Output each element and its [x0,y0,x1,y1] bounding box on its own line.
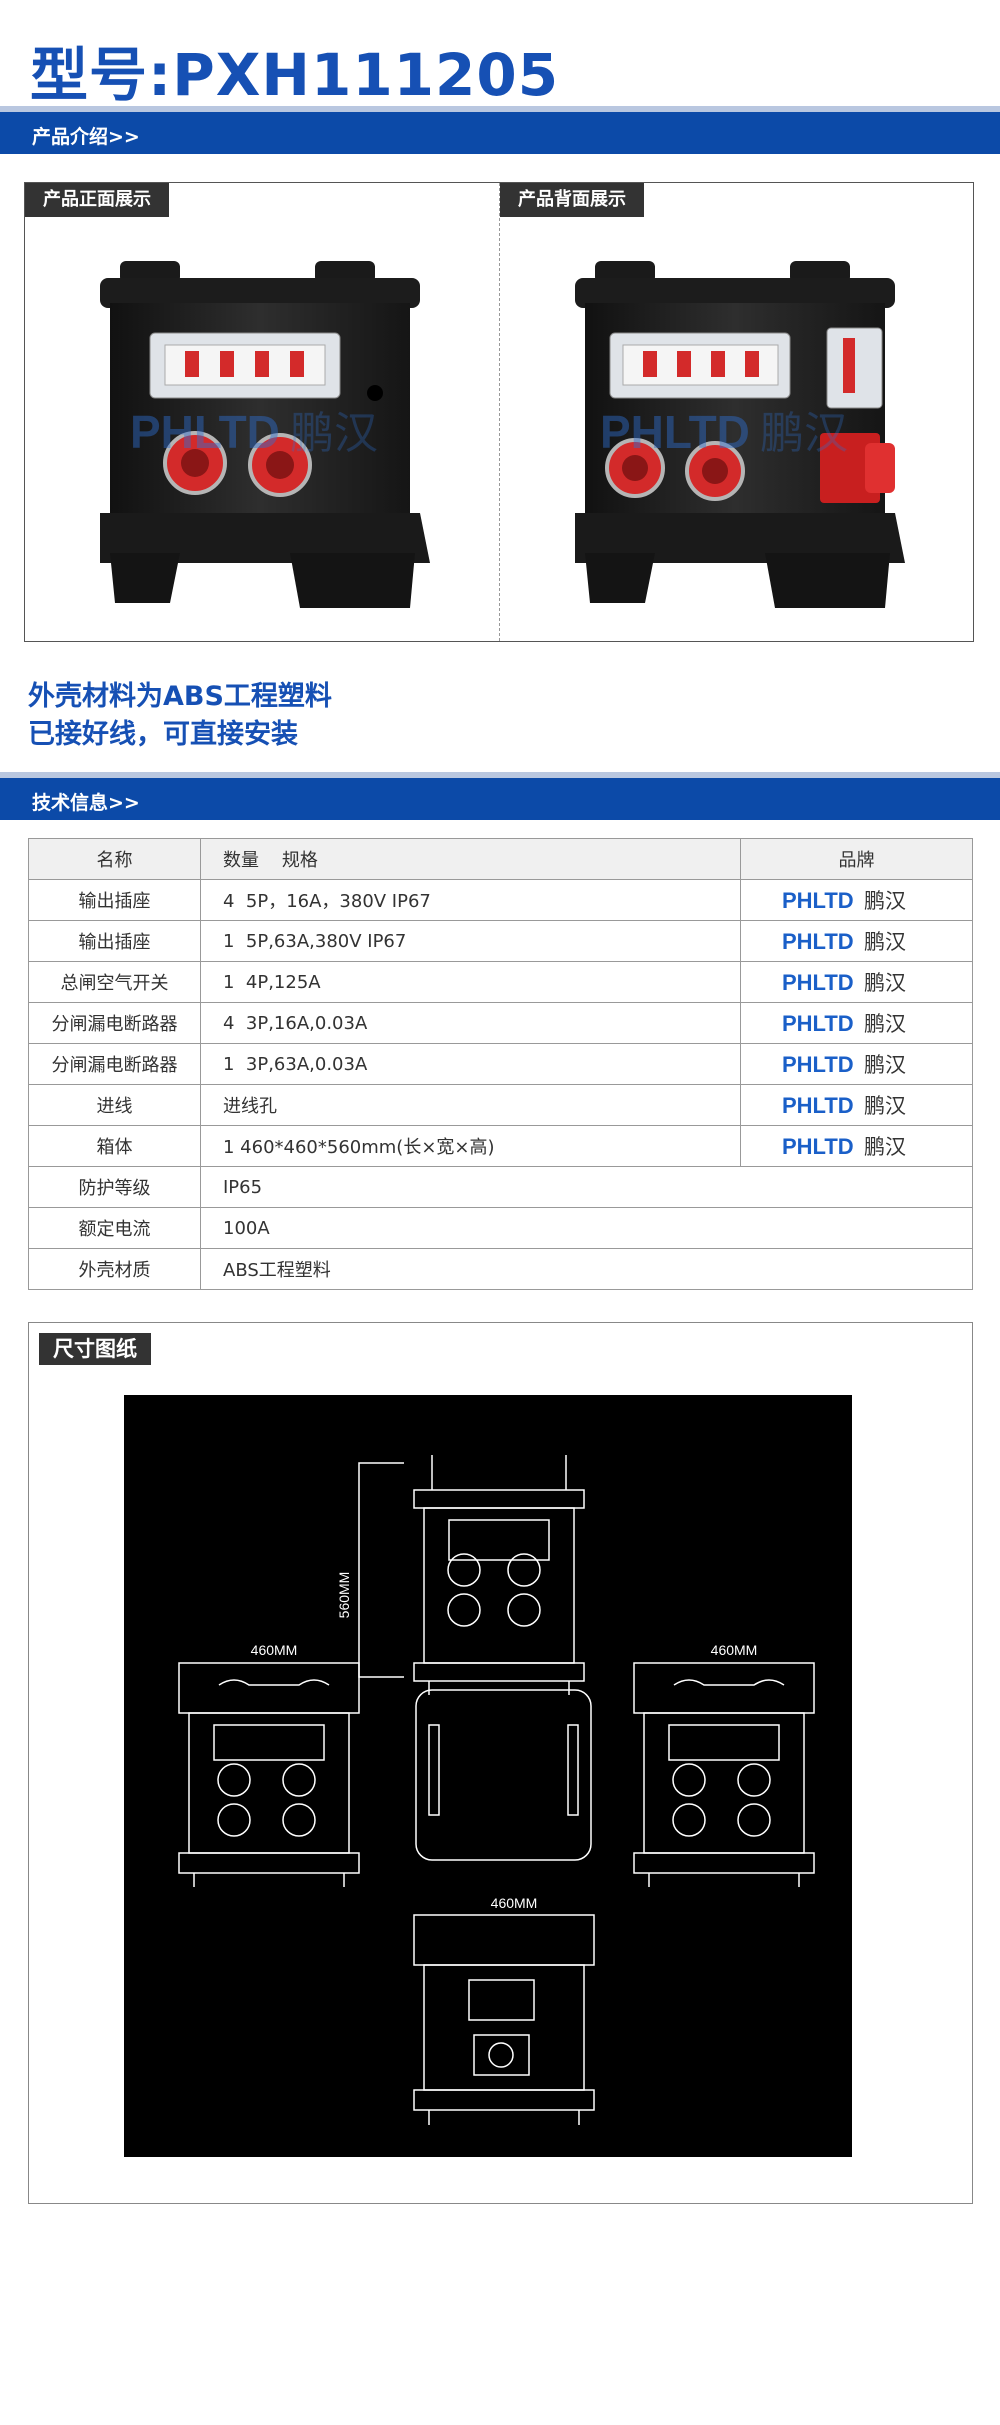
brand-cn: 鹏汉 [864,889,906,913]
brand-cn: 鹏汉 [864,1135,906,1159]
brand-logo: PHLTD 鹏汉 [782,1011,906,1036]
brand-cn: 鹏汉 [864,1094,906,1118]
height-label: 560MM [336,1572,352,1619]
watermark-front: PHLTD [130,406,280,458]
brand-latin: PHLTD [782,1011,854,1036]
row-name: 输出插座 [28,879,201,921]
product-front-image: PHLTD 鹏汉 [100,261,430,608]
row-spec: 进线孔 [200,1084,741,1126]
height-dimension-line [358,1462,404,1678]
brand-latin: PHLTD [782,929,854,954]
section-title-intro: 产品介绍>> [32,126,140,148]
row-name: 分闸漏电断路器 [28,1002,201,1044]
dimension-drawing-title: 尺寸图纸 [39,1333,151,1365]
table-row: 输出插座 1 5P,63A,380V IP67 PHLTD 鹏汉 [28,920,973,962]
model-title: 型号:PXH111205 [30,41,560,109]
section-bar-intro: 产品介绍>> [0,106,1000,154]
row-spec: 4 5P，16A，380V IP67 [200,879,741,921]
row-name: 分闸漏电断路器 [28,1043,201,1085]
row-name: 额定电流 [28,1207,201,1249]
width-label-right: 460MM [711,1642,758,1658]
row-spec: 1 4P,125A [200,961,741,1003]
row-name: 输出插座 [28,920,201,962]
row-spec: 1 3P,63A,0.03A [200,1043,741,1085]
header-brand: 品牌 [740,838,973,880]
watermark-back-cn: 鹏汉 [760,408,848,459]
row-name: 总闸空气开关 [28,961,201,1003]
back-view-label: 产品背面展示 [500,183,644,217]
brand-cell: PHLTD 鹏汉 [740,1043,973,1085]
brand-cn: 鹏汉 [864,1012,906,1036]
row-spec: 100A [200,1207,973,1249]
table-row: 分闸漏电断路器 4 3P,16A,0.03A PHLTD 鹏汉 [28,1002,973,1044]
row-spec: 1 460*460*560mm(长×宽×高) [200,1125,741,1167]
row-spec: IP65 [200,1166,973,1208]
section-title-tech: 技术信息>> [32,792,140,814]
drawing-rear-elevation: 460MM [413,1895,595,2125]
brand-latin: PHLTD [782,1052,854,1077]
brand-logo: PHLTD 鹏汉 [782,1134,906,1159]
table-row: 额定电流 100A [28,1207,973,1249]
product-photos: 产品正面展示 产品背面展示 PHLTD 鹏汉 [24,182,974,642]
brand-cell: PHLTD 鹏汉 [740,920,973,962]
brand-latin: PHLTD [782,1093,854,1118]
table-row: 箱体 1 460*460*560mm(长×宽×高) PHLTD 鹏汉 [28,1125,973,1167]
brand-cell: PHLTD 鹏汉 [740,961,973,1003]
brand-cn: 鹏汉 [864,1053,906,1077]
brand-logo: PHLTD 鹏汉 [782,1093,906,1118]
brand-cell: PHLTD 鹏汉 [740,1002,973,1044]
brand-cell: PHLTD 鹏汉 [740,879,973,921]
drawing-left-elevation: 460MM [178,1642,360,1887]
photo-divider [499,183,500,641]
spec-table: 名称 数量 规格 品牌 输出插座 4 5P，16A，380V IP67 PHLT… [28,838,973,1290]
row-name: 箱体 [28,1125,201,1167]
product-back-image: PHLTD 鹏汉 [575,261,905,608]
brand-logo: PHLTD 鹏汉 [782,1052,906,1077]
drawing-plan-view [415,1689,592,1861]
table-row: 外壳材质 ABS工程塑料 [28,1248,973,1290]
brand-cell: PHLTD 鹏汉 [740,1084,973,1126]
header-spec: 数量 规格 [200,838,741,880]
table-row: 进线 进线孔 PHLTD 鹏汉 [28,1084,973,1126]
watermark-back: PHLTD [600,406,750,458]
section-bar-tech: 技术信息>> [0,772,1000,820]
row-spec: 1 5P,63A,380V IP67 [200,920,741,962]
watermark-front-cn: 鹏汉 [290,408,378,459]
description-line-2: 已接好线，可直接安装 [28,719,298,750]
header-name: 名称 [28,838,201,880]
table-row: 防护等级 IP65 [28,1166,973,1208]
brand-latin: PHLTD [782,1134,854,1159]
drawing-front-elevation [413,1455,585,1695]
front-view-label: 产品正面展示 [25,183,169,217]
row-spec: ABS工程塑料 [200,1248,973,1290]
description-line-1: 外壳材料为ABS工程塑料 [28,681,332,712]
brand-logo: PHLTD 鹏汉 [782,970,906,995]
row-name: 防护等级 [28,1166,201,1208]
brand-cell: PHLTD 鹏汉 [740,1125,973,1167]
brand-latin: PHLTD [782,888,854,913]
width-label-bottom: 460MM [491,1895,538,1911]
drawing-right-elevation: 460MM [633,1642,815,1887]
brand-latin: PHLTD [782,970,854,995]
row-name: 进线 [28,1084,201,1126]
dimension-drawing: 560MM 460MM 460MM [124,1395,852,2157]
dimension-drawing-section: 尺寸图纸 560MM 460MM [28,1322,973,2204]
brand-cn: 鹏汉 [864,971,906,995]
row-name: 外壳材质 [28,1248,201,1290]
spec-table-header: 名称 数量 规格 品牌 [28,838,973,880]
brand-cn: 鹏汉 [864,930,906,954]
row-spec: 4 3P,16A,0.03A [200,1002,741,1044]
table-row: 总闸空气开关 1 4P,125A PHLTD 鹏汉 [28,961,973,1003]
width-label-left: 460MM [251,1642,298,1658]
table-row: 输出插座 4 5P，16A，380V IP67 PHLTD 鹏汉 [28,879,973,921]
brand-logo: PHLTD 鹏汉 [782,888,906,913]
table-row: 分闸漏电断路器 1 3P,63A,0.03A PHLTD 鹏汉 [28,1043,973,1085]
brand-logo: PHLTD 鹏汉 [782,929,906,954]
